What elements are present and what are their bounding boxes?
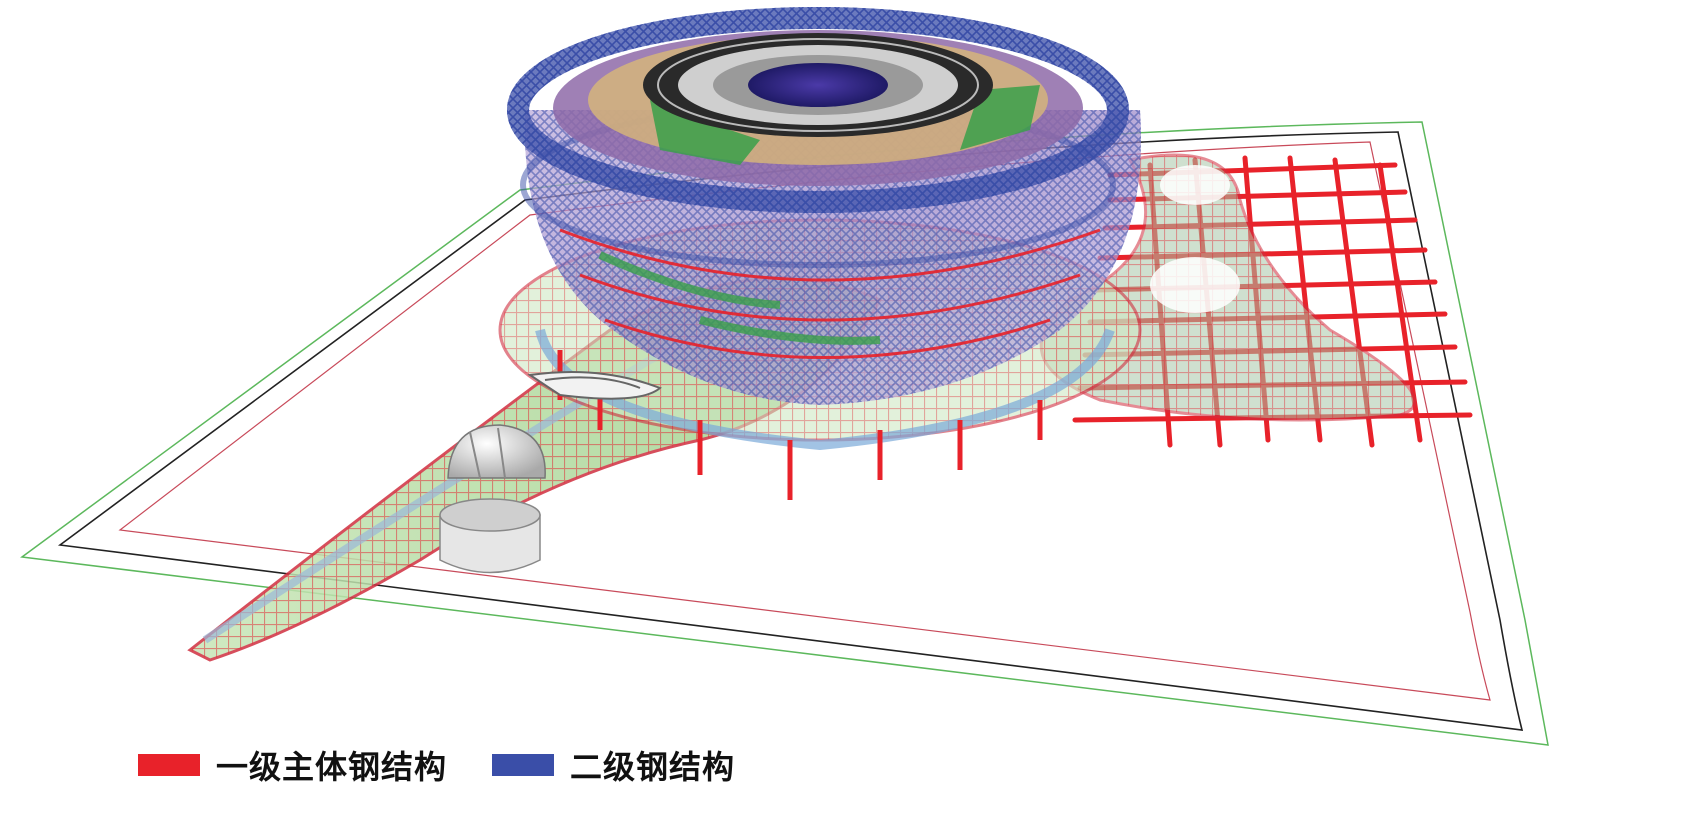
legend: 一级主体钢结构 二级钢结构	[138, 740, 780, 790]
ramp	[527, 371, 662, 400]
main-building	[507, 7, 1141, 405]
legend-label-primary: 一级主体钢结构	[216, 748, 448, 786]
observatory	[439, 424, 546, 574]
legend-swatch-primary	[138, 754, 200, 776]
legend-swatch-secondary	[492, 754, 555, 776]
legend-item-secondary-steel: 二级钢结构	[492, 742, 735, 788]
legend-label-secondary: 二级钢结构	[570, 748, 736, 786]
right-wing	[1039, 153, 1417, 422]
legend-item-primary-steel: 一级主体钢结构	[138, 742, 447, 788]
